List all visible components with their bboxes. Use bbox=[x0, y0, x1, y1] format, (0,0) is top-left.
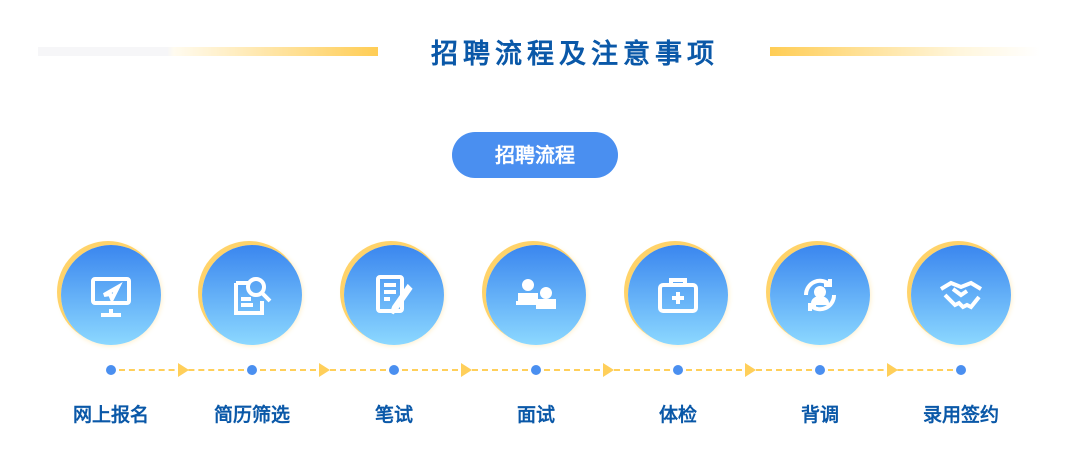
step-label: 简历筛选 bbox=[213, 404, 290, 426]
step-circle bbox=[628, 245, 728, 345]
timeline-dot bbox=[673, 365, 683, 375]
arrow-right-icon bbox=[886, 363, 898, 377]
medical-kit-icon bbox=[658, 278, 698, 313]
title-decor-right bbox=[770, 47, 1040, 56]
step-circle bbox=[486, 245, 586, 345]
step-7: 录用签约 bbox=[891, 245, 1031, 427]
page-title: 招聘流程及注意事项 bbox=[431, 39, 719, 70]
arrow-right-icon bbox=[319, 363, 330, 377]
step-circle bbox=[770, 245, 870, 345]
step-4: 面试 bbox=[466, 245, 606, 427]
step-label: 录用签约 bbox=[922, 404, 999, 426]
timeline-dot bbox=[389, 365, 399, 375]
step-circle bbox=[61, 245, 161, 345]
timeline-dot bbox=[106, 365, 116, 375]
section-pill: 招聘流程 bbox=[452, 132, 618, 178]
step-circle bbox=[202, 245, 302, 345]
arrow-right-icon bbox=[603, 363, 614, 377]
arrow-right-icon bbox=[461, 363, 472, 377]
timeline-dot bbox=[956, 365, 966, 375]
timeline-dot bbox=[247, 365, 257, 375]
title-decor-left bbox=[38, 47, 378, 56]
computer-send-icon bbox=[91, 277, 131, 317]
arrow-right-icon bbox=[745, 363, 756, 377]
step-label: 面试 bbox=[516, 404, 555, 426]
timeline-dot bbox=[815, 365, 825, 375]
step-label: 网上报名 bbox=[72, 404, 149, 426]
timeline-dot bbox=[531, 365, 541, 375]
step-6: 背调 bbox=[750, 245, 890, 427]
step-label: 体检 bbox=[658, 404, 697, 426]
document-search-icon bbox=[234, 277, 272, 315]
handshake-icon bbox=[939, 280, 983, 310]
step-circle bbox=[344, 245, 444, 345]
step-1: 网上报名 bbox=[41, 245, 181, 427]
step-label: 背调 bbox=[800, 404, 839, 426]
step-circle bbox=[911, 245, 1011, 345]
step-label: 笔试 bbox=[374, 404, 413, 426]
pen-paper-icon bbox=[376, 275, 413, 315]
person-cycle-icon bbox=[803, 278, 837, 312]
step-2: 简历筛选 bbox=[182, 245, 322, 427]
step-3: 笔试 bbox=[324, 245, 464, 427]
arrow-right-icon bbox=[177, 363, 189, 377]
interview-icon bbox=[516, 279, 556, 309]
step-5: 体检 bbox=[608, 245, 748, 427]
